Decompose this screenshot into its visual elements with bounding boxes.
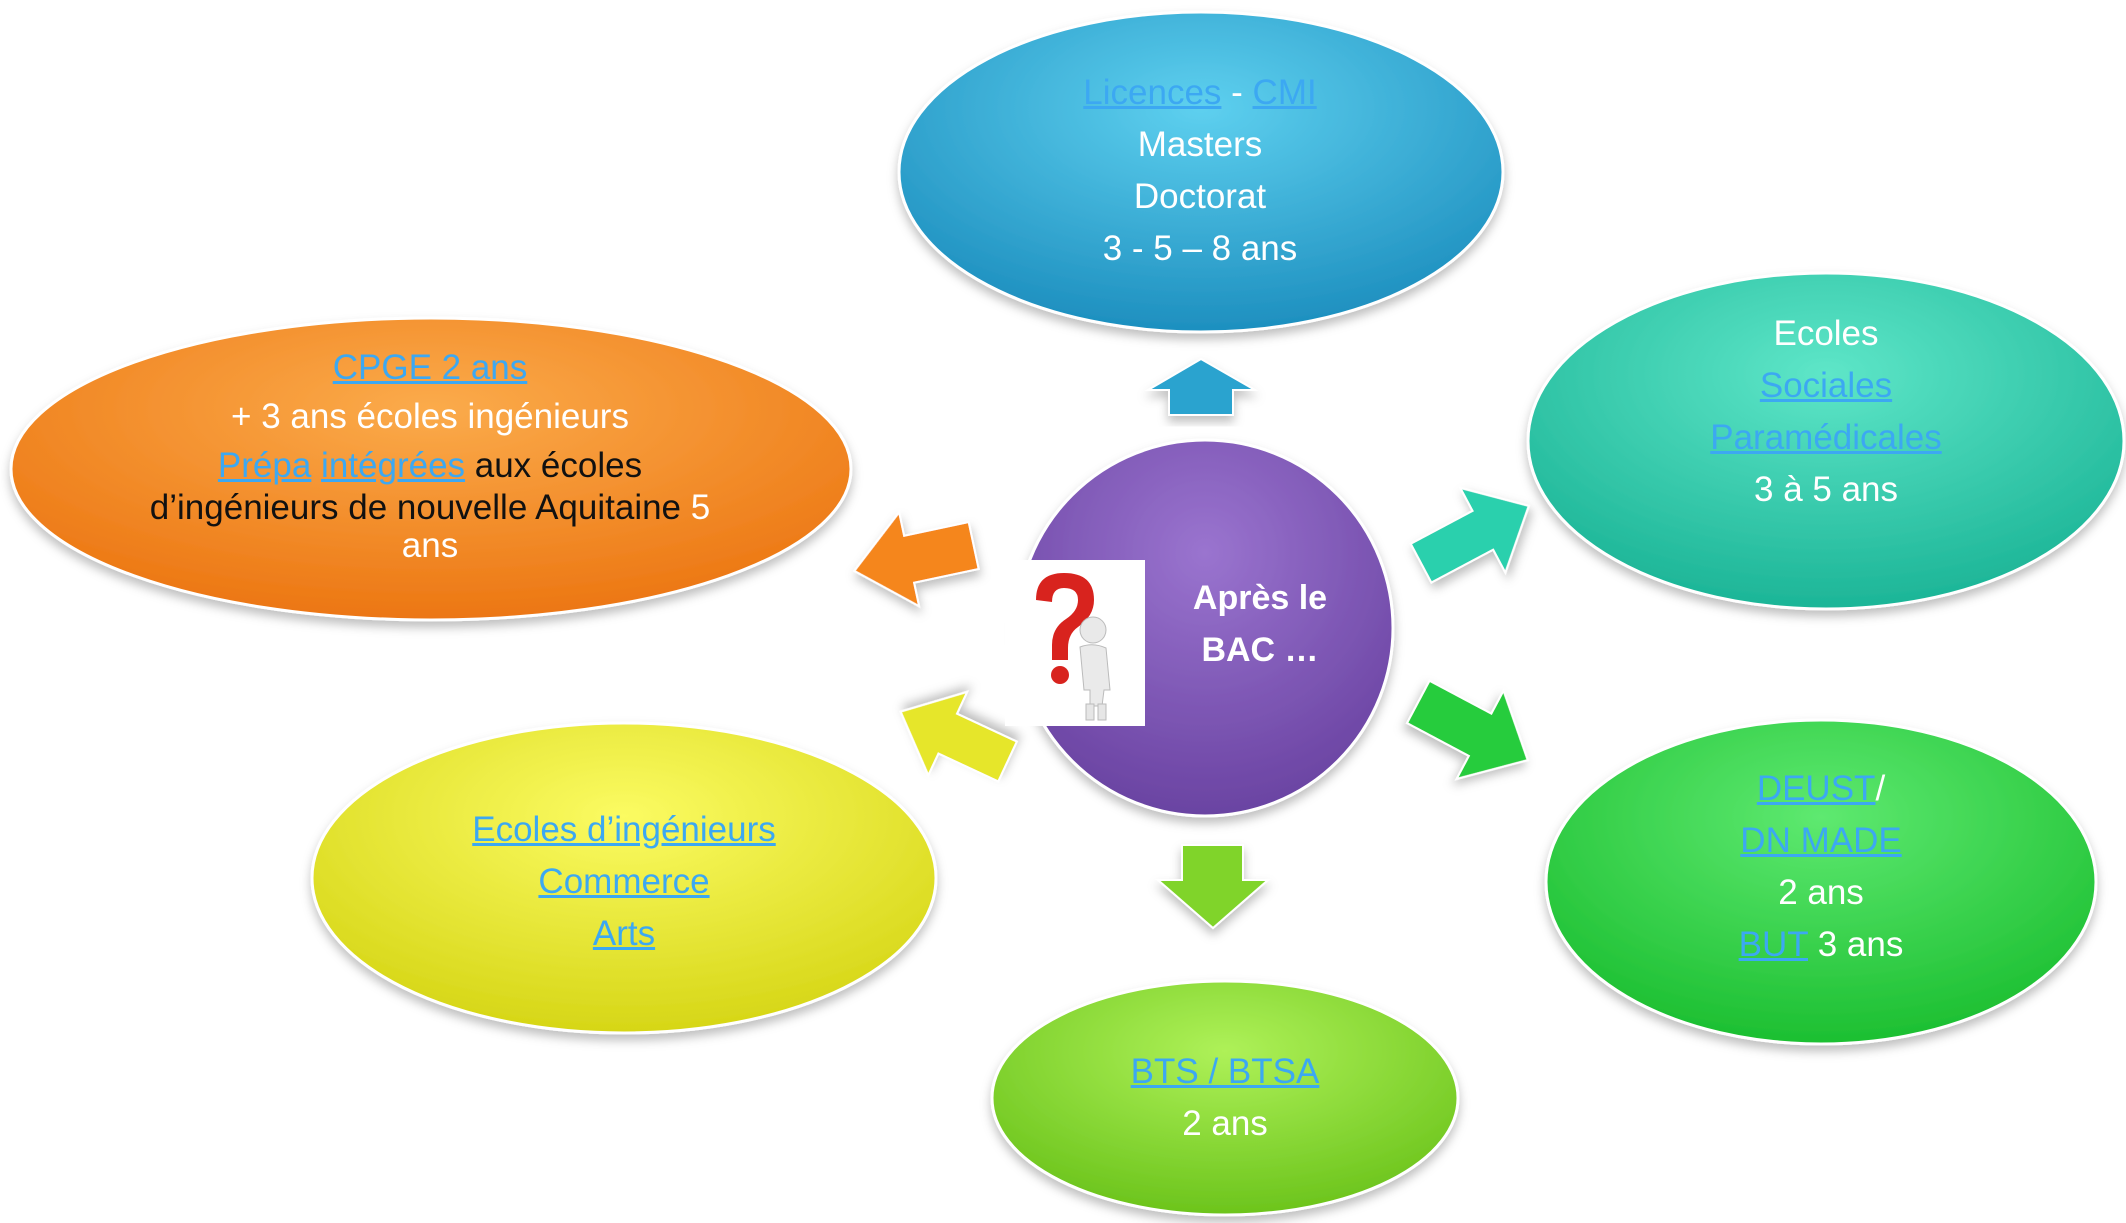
integrees-link[interactable]: intégrées (321, 446, 466, 485)
cpge-ans-label: ans (401, 526, 459, 565)
bts-bubble (990, 979, 1460, 1217)
ecoles-ingenieurs-bubble (310, 721, 938, 1035)
ecoles-sociales-bubble (1526, 271, 2126, 611)
licences-link[interactable]: Licences (1083, 73, 1222, 112)
sociales-link[interactable]: Sociales (1759, 366, 1893, 405)
licences-bubble (897, 10, 1505, 334)
ecoles-ingenieurs-text: Ecoles d’ingénieurs Commerce Arts (424, 802, 824, 962)
arts-link[interactable]: Arts (592, 914, 656, 953)
licences-duration: 3 - 5 – 8 ans (1102, 229, 1298, 268)
doctorat-label: Doctorat (1133, 177, 1267, 216)
ecoles-ingenieurs-link[interactable]: Ecoles d’ingénieurs (472, 810, 776, 849)
center-label: Après le BAC … (1150, 572, 1370, 676)
ecoles-sociales-text: Ecoles Sociales Paramédicales 3 à 5 ans (1626, 307, 2026, 517)
cpge-ecoles-label: + 3 ans écoles ingénieurs (231, 397, 629, 436)
center-line-1: Après le (1192, 579, 1328, 617)
commerce-link[interactable]: Commerce (538, 862, 710, 901)
arrow-down-icon (1155, 844, 1271, 930)
bts-text: BTS / BTSA 2 ans (1075, 1044, 1375, 1152)
ecoles-label: Ecoles (1773, 314, 1879, 353)
center-line-2: BAC … (1201, 631, 1319, 669)
deust-duration: 2 ans (1778, 873, 1864, 912)
licences-text: Licences - CMI Masters Doctorat 3 - 5 – … (960, 66, 1440, 276)
arrow-downleft-icon (899, 690, 1019, 783)
but-link[interactable]: BUT (1738, 925, 1808, 964)
cpge-link[interactable]: CPGE 2 ans (332, 348, 528, 387)
nouvelle-aquitaine-label: d’ingénieurs de nouvelle Aquitaine (149, 488, 691, 527)
deust-bubble (1544, 718, 2098, 1046)
arrow-up-icon (1144, 357, 1259, 416)
masters-label: Masters (1137, 125, 1263, 164)
bts-link[interactable]: BTS / BTSA (1130, 1052, 1320, 1091)
cpge-five-label: 5 (690, 488, 711, 527)
cpge-text: CPGE 2 ans + 3 ans écoles ingénieurs Pré… (110, 340, 750, 570)
cpge-bubble (9, 316, 853, 622)
but-duration: 3 ans (1808, 925, 1904, 964)
dn-made-link[interactable]: DN MADE (1740, 821, 1902, 860)
cmi-link[interactable]: CMI (1252, 73, 1317, 112)
deust-link[interactable]: DEUST (1756, 769, 1876, 808)
deust-slash: / (1875, 769, 1886, 808)
arrow-downright-icon (1405, 679, 1530, 781)
ecoles-sociales-duration: 3 à 5 ans (1754, 470, 1898, 509)
prepa-link[interactable]: Prépa (217, 446, 312, 485)
aux-ecoles-label: aux écoles (465, 446, 643, 485)
arrow-left-icon (852, 509, 980, 609)
paramedicales-link[interactable]: Paramédicales (1710, 418, 1942, 457)
deust-text: DEUST/ DN MADE 2 ans BUT 3 ans (1621, 762, 2021, 972)
arrow-upright-icon (1409, 486, 1531, 584)
question-person-image (1005, 560, 1145, 726)
licences-separator: - (1221, 73, 1253, 112)
bts-duration: 2 ans (1182, 1104, 1268, 1143)
